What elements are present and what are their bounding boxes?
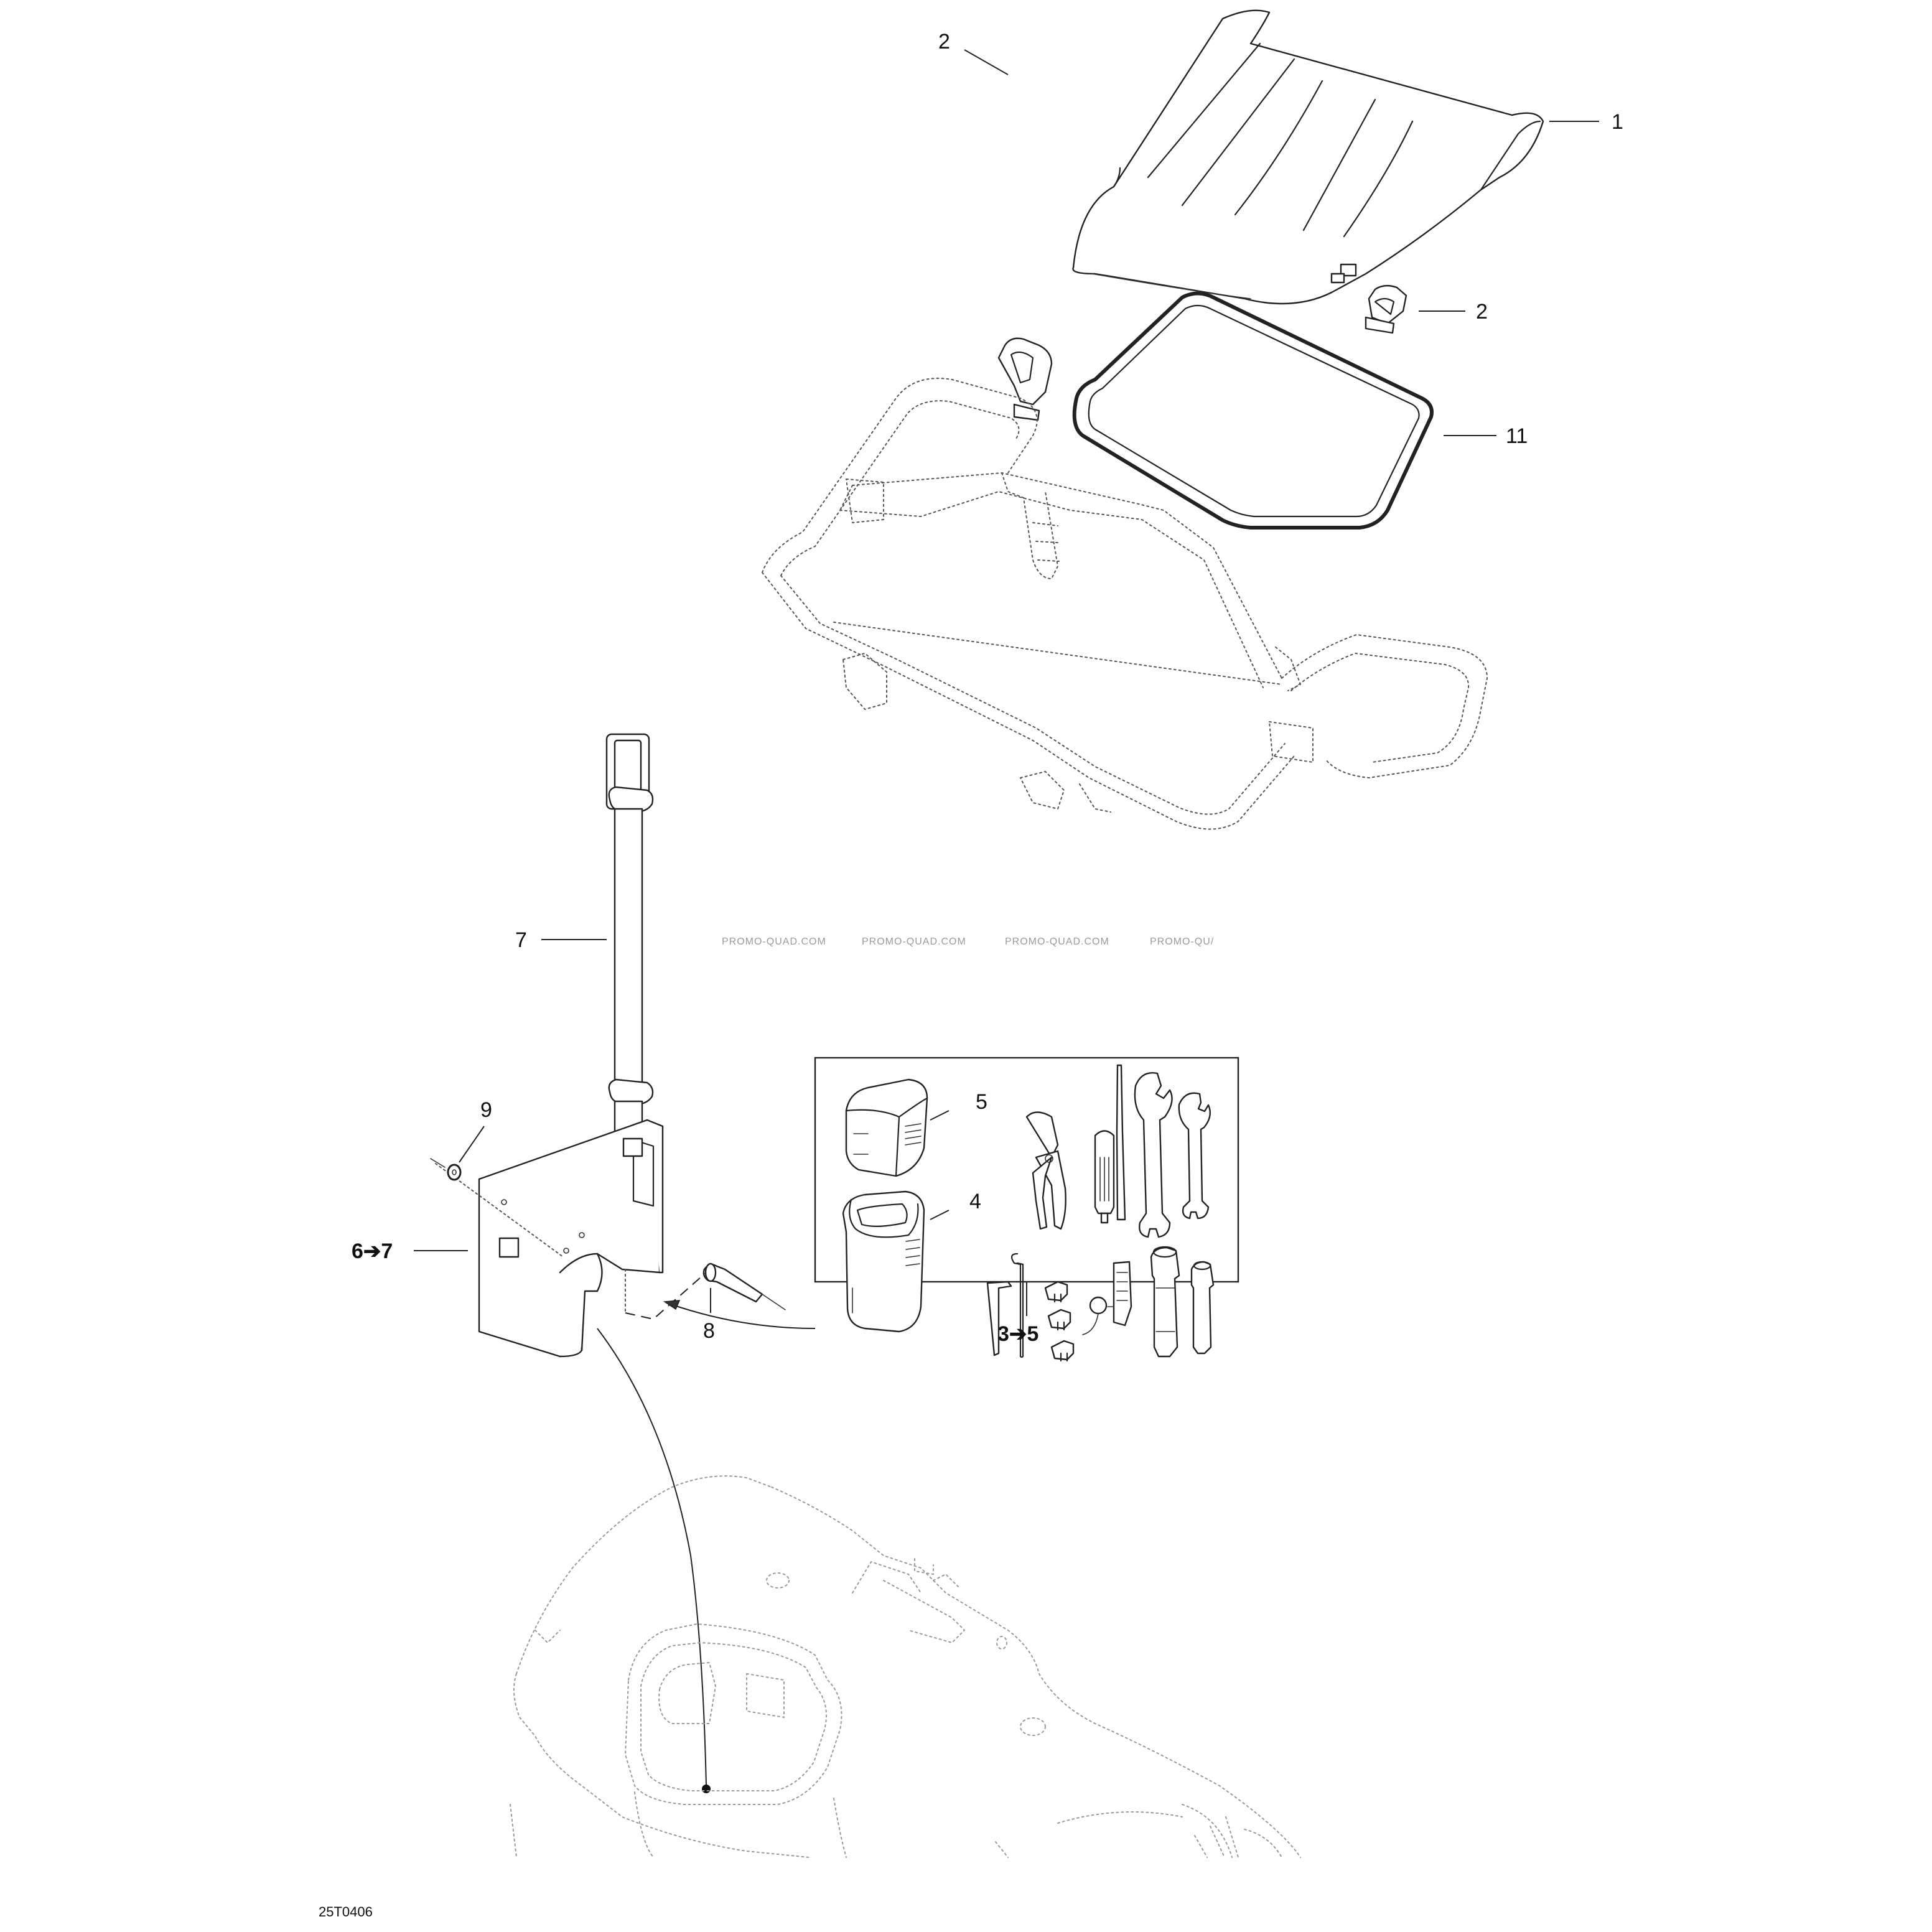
callout-1: 1 (1612, 110, 1623, 134)
watermark-2: PROMO-QUAD.COM (862, 936, 966, 947)
seat-frame-ghost (762, 378, 1488, 830)
rivet-dashed-leader (625, 1272, 707, 1320)
leader-9 (459, 1126, 485, 1163)
callout-11: 11 (1506, 424, 1528, 448)
pliers-icon (1025, 1111, 1066, 1230)
seat-cover (1072, 9, 1544, 305)
watermark-4: PROMO-QU/ (1150, 936, 1214, 947)
drawing-code: 25T0406 (319, 1904, 373, 1920)
leader-4 (930, 1210, 950, 1220)
tool-holder (435, 1119, 664, 1358)
fuses-icon (1044, 1281, 1075, 1362)
socket-wrench-large-icon (1150, 1246, 1180, 1358)
mount-point (702, 1785, 711, 1793)
washer (430, 1158, 462, 1181)
screwdriver-icon (1094, 1130, 1115, 1224)
screwdriver-blade-icon (1116, 1064, 1126, 1221)
watermark-1: PROMO-QUAD.COM (722, 936, 826, 947)
vehicle-body-ghost (510, 1475, 1301, 1858)
rivet (702, 1262, 786, 1310)
callout-9: 9 (480, 1098, 492, 1122)
retainer-strap (605, 733, 654, 1159)
clip-lower (1365, 284, 1407, 334)
leader-2a (964, 49, 1009, 75)
callout-2-lower: 2 (1476, 300, 1488, 324)
leader-5 (930, 1110, 950, 1121)
callout-7: 7 (515, 928, 527, 952)
toolkit-case-body (842, 1190, 925, 1333)
watermark-3: PROMO-QUAD.COM (1005, 936, 1109, 947)
callout-5: 5 (976, 1090, 987, 1114)
clip-upper (997, 337, 1053, 421)
allen-key-body (986, 1281, 1012, 1356)
toolkit-arrow (668, 1303, 816, 1329)
socket-wrench-small-icon (1190, 1261, 1215, 1355)
allen-key-icon (1010, 1253, 1024, 1358)
callout-3-5: 3➔5 (997, 1322, 1038, 1346)
seal-ring (1072, 291, 1434, 530)
callout-2-upper: 2 (938, 30, 950, 54)
mount-leader (597, 1328, 707, 1786)
toolkit-case-lid (845, 1078, 928, 1177)
callout-8: 8 (703, 1319, 715, 1343)
toolkit-arrowhead (663, 1300, 681, 1310)
callout-4: 4 (969, 1190, 981, 1213)
feeler-gauge-icon (1082, 1261, 1132, 1335)
wrench-large-icon (1134, 1072, 1173, 1238)
wrench-small-icon (1178, 1092, 1211, 1220)
callout-6-7: 6➔7 (352, 1239, 393, 1263)
